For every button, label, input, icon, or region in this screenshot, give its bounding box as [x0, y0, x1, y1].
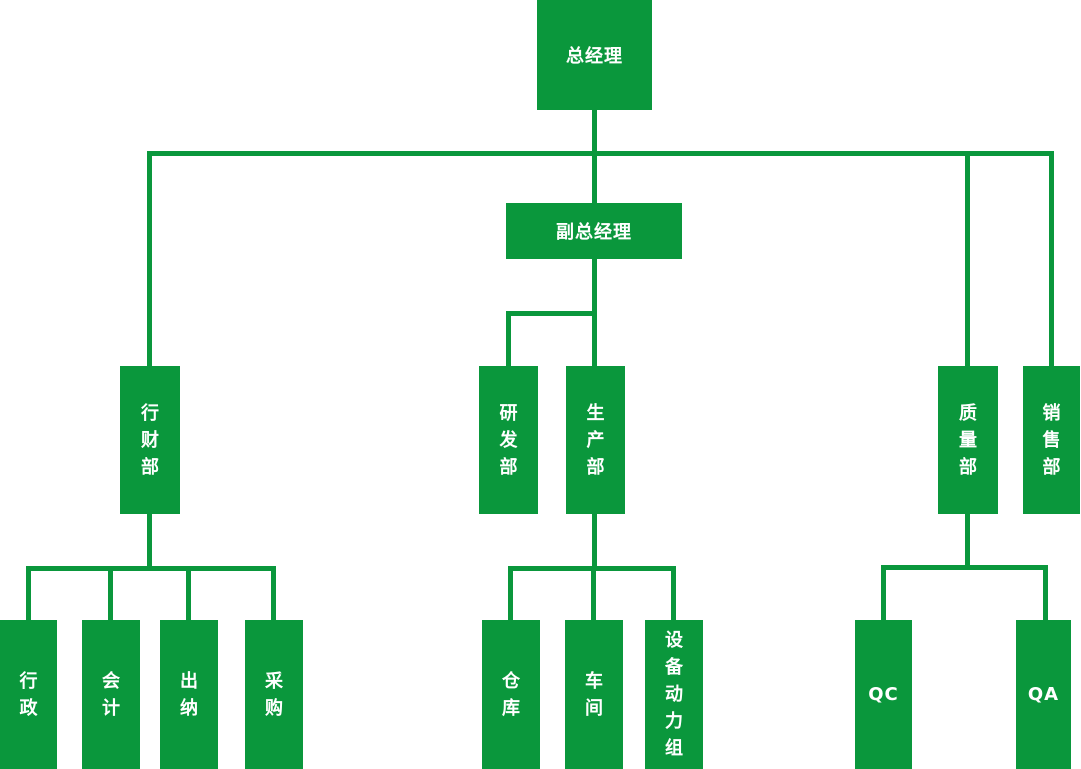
org-node-quality-dept[interactable]: 质量部: [938, 366, 998, 514]
org-node-qa[interactable]: QA: [1016, 620, 1071, 769]
org-node-label: QA: [1027, 684, 1060, 705]
connector-level2-horizontal: [147, 151, 1054, 156]
org-node-label: 行政: [19, 670, 38, 719]
org-node-label: 仓库: [502, 670, 520, 719]
connector-rnd-down: [506, 311, 511, 366]
connector-administration-up: [26, 566, 31, 620]
org-node-label: QC: [868, 684, 899, 705]
connector-production-down: [592, 514, 597, 566]
connector-sales-up: [1049, 151, 1054, 366]
org-node-equipment-power-group[interactable]: 设备动力组: [645, 620, 703, 769]
org-node-procurement[interactable]: 采购: [245, 620, 303, 769]
connector-procurement-up: [271, 566, 276, 620]
connector-warehouse-up: [508, 566, 513, 620]
org-node-label: 出纳: [180, 670, 198, 719]
org-node-label: 副总经理: [556, 222, 632, 243]
connector-accounting-up: [108, 566, 113, 620]
org-node-label: 设备动力组: [665, 630, 683, 759]
org-node-production-dept[interactable]: 生产部: [566, 366, 625, 514]
connector-quality-children-horizontal: [881, 565, 1048, 570]
org-node-qc[interactable]: QC: [855, 620, 912, 769]
connector-quality-down: [965, 514, 970, 570]
connector-gm-trunk: [592, 110, 597, 203]
org-node-label: 行财部: [141, 402, 159, 478]
org-node-rnd-dept[interactable]: 研发部: [479, 366, 538, 514]
org-node-label: 车间: [585, 670, 603, 719]
connector-admin-finance-down: [147, 514, 152, 566]
org-node-workshop[interactable]: 车间: [565, 620, 623, 769]
connector-admin-finance-children-horizontal: [26, 566, 276, 571]
org-node-sales-dept[interactable]: 销售部: [1023, 366, 1080, 514]
connector-workshop-up: [591, 566, 596, 620]
org-node-deputy-general-manager[interactable]: 副总经理: [506, 203, 682, 259]
org-node-warehouse[interactable]: 仓库: [482, 620, 540, 769]
org-node-label: 生产部: [586, 402, 605, 478]
connector-admin-finance-up: [147, 151, 152, 366]
org-node-label: 销售部: [1042, 402, 1061, 478]
connector-equipment-up: [671, 566, 676, 620]
connector-qc-up: [881, 565, 886, 620]
org-node-label: 研发部: [499, 402, 518, 478]
org-node-label: 总经理: [566, 46, 623, 67]
org-node-label: 采购: [265, 670, 283, 719]
connector-cashier-up: [186, 566, 191, 620]
connector-qa-up: [1043, 565, 1048, 620]
connector-quality-up: [965, 151, 970, 366]
org-node-cashier[interactable]: 出纳: [160, 620, 218, 769]
org-node-accounting[interactable]: 会计: [82, 620, 140, 769]
org-node-admin-finance-dept[interactable]: 行财部: [120, 366, 180, 514]
connector-rnd-branch-horizontal: [506, 311, 597, 316]
org-node-label: 会计: [102, 670, 120, 719]
org-node-label: 质量部: [959, 402, 977, 478]
org-node-general-manager[interactable]: 总经理: [537, 0, 652, 110]
org-node-administration[interactable]: 行政: [0, 620, 57, 769]
